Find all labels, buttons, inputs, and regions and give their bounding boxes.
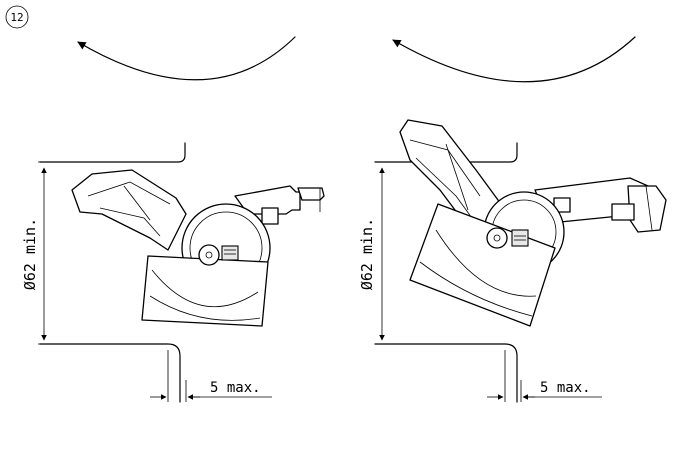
upper-edge (374, 142, 518, 163)
panel-left: Ø62 min. 5 max. (21, 36, 325, 403)
reel-mechanism (71, 169, 325, 327)
upper-edge (39, 142, 186, 163)
step-badge: 12 (5, 5, 29, 29)
lower-edge (39, 343, 181, 403)
rotation-arrow (77, 36, 296, 81)
lower-edge (374, 343, 518, 403)
clearance-label: 5 max. (210, 380, 261, 396)
panel-right: Ø62 min. 5 max. (358, 36, 667, 403)
diameter-label: Ø62 min. (358, 218, 376, 290)
reel-mechanism (399, 119, 667, 327)
rotation-arrow (392, 36, 636, 83)
clearance-label: 5 max. (540, 380, 591, 396)
diameter-label: Ø62 min. (21, 218, 39, 290)
step-number: 12 (10, 11, 23, 24)
